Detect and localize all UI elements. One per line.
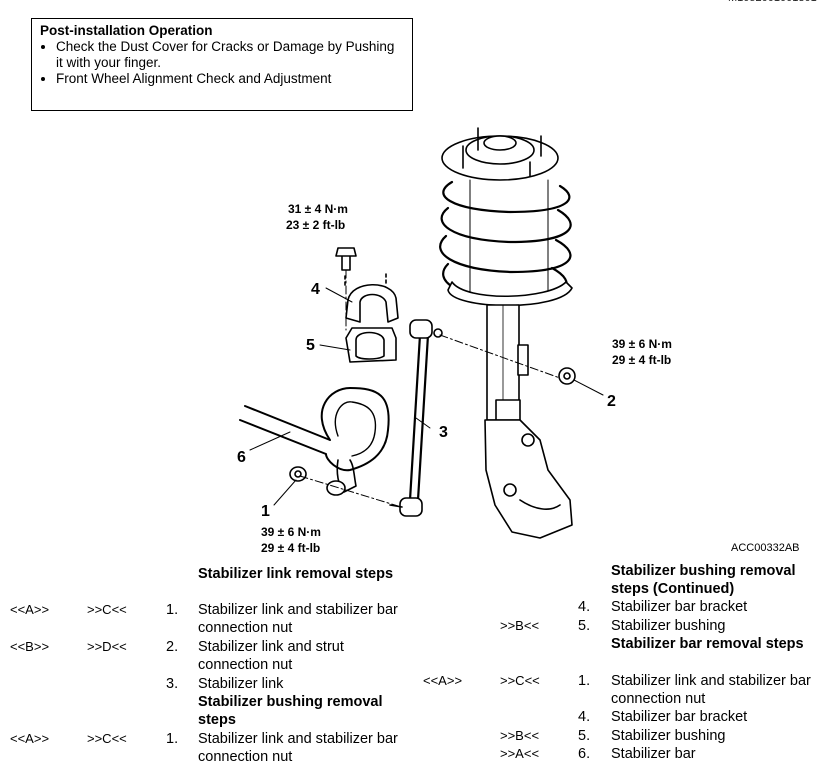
nut-1 <box>289 466 307 482</box>
steering-knuckle <box>484 419 573 539</box>
callout-3: 3 <box>439 424 448 441</box>
torque-right-nm: 39 ± 6 N·m <box>612 337 672 351</box>
stabilizer-link <box>389 319 443 517</box>
removal-code: <<A>> <box>10 602 50 617</box>
lower-spring-seat <box>447 281 573 307</box>
post-installation-list: Check the Dust Cover for Cracks or Damag… <box>40 39 404 87</box>
step-number: 4. <box>578 709 591 725</box>
torque-bottom-ftlb: 29 ± 4 ft-lb <box>261 541 320 555</box>
post-installation-item: Check the Dust Cover for Cracks or Damag… <box>56 39 404 71</box>
strut-top-mount <box>441 127 559 181</box>
callout-4: 4 <box>311 281 320 298</box>
post-installation-title: Post-installation Operation <box>40 23 213 38</box>
step-text: Stabilizer link and stabilizer bar conne… <box>198 602 398 636</box>
post-installation-item: Front Wheel Alignment Check and Adjustme… <box>56 71 404 87</box>
step-number: 2. <box>166 639 179 655</box>
removal-code: <<B>> <box>10 639 50 654</box>
torque-top-nm: 31 ± 4 N·m <box>288 202 348 216</box>
step-number: 4. <box>578 599 591 615</box>
step-number: 5. <box>578 618 591 634</box>
figure-code: ACC00332AB <box>731 542 800 554</box>
post-installation-box: Post-installation Operation Check the Du… <box>31 18 413 111</box>
callout-2: 2 <box>607 393 616 410</box>
callout-1: 1 <box>261 503 270 520</box>
install-code: >>C<< <box>87 602 127 617</box>
step-number: 1. <box>578 673 591 689</box>
bar-removal-heading: Stabilizer bar removal steps <box>611 636 804 652</box>
step-text: Stabilizer link <box>198 676 284 692</box>
install-code: >>D<< <box>87 639 127 654</box>
step-number: 6. <box>578 746 591 762</box>
callout-5: 5 <box>306 337 315 354</box>
install-code: >>C<< <box>500 673 540 688</box>
removal-code: <<A>> <box>423 673 463 688</box>
step-text: Stabilizer bushing <box>611 618 726 634</box>
step-number: 1. <box>166 731 179 747</box>
step-text: Stabilizer link and strut connection nut <box>198 639 344 673</box>
step-text: Stabilizer bushing <box>611 728 726 744</box>
install-code: >>B<< <box>500 728 540 743</box>
step-number: 3. <box>166 676 179 692</box>
step-number: 5. <box>578 728 591 744</box>
exploded-view-illustration: 4 5 6 1 3 2 31 ± 4 N·m 23 ± 2 ft-lb 39 ±… <box>237 127 672 555</box>
bracket-bolt <box>335 247 357 271</box>
callout-6: 6 <box>237 449 246 466</box>
torque-right-ftlb: 29 ± 4 ft-lb <box>612 353 671 367</box>
bushing-removal-heading: Stabilizer bushing removal steps <box>198 694 383 728</box>
step-number: 1. <box>166 602 179 618</box>
link-removal-heading: Stabilizer link removal steps <box>198 566 394 582</box>
step-text: Stabilizer bar <box>611 746 696 762</box>
coil-spring <box>439 179 572 302</box>
removal-code: <<A>> <box>10 731 50 746</box>
nut-2 <box>558 367 576 385</box>
install-code: >>B<< <box>500 618 540 633</box>
stabilizer-bushing <box>345 327 397 363</box>
stabilizer-bar-bracket <box>344 271 399 323</box>
install-code: >>A<< <box>500 746 540 761</box>
torque-bottom-nm: 39 ± 6 N·m <box>261 525 321 539</box>
step-text: Stabilizer link and stabilizer bar conne… <box>198 731 398 765</box>
stabilizer-bar <box>239 387 390 493</box>
step-text: Stabilizer bar bracket <box>611 599 748 615</box>
strut-body <box>486 304 529 421</box>
step-text: Stabilizer link and stabilizer bar conne… <box>611 673 811 707</box>
torque-top-ftlb: 23 ± 2 ft-lb <box>286 218 345 232</box>
bushing-removal-cont-heading: Stabilizer bushing removal steps (Contin… <box>611 563 796 597</box>
document-id: M1052001001301 <box>728 0 817 4</box>
step-text: Stabilizer bar bracket <box>611 709 748 725</box>
install-code: >>C<< <box>87 731 127 746</box>
